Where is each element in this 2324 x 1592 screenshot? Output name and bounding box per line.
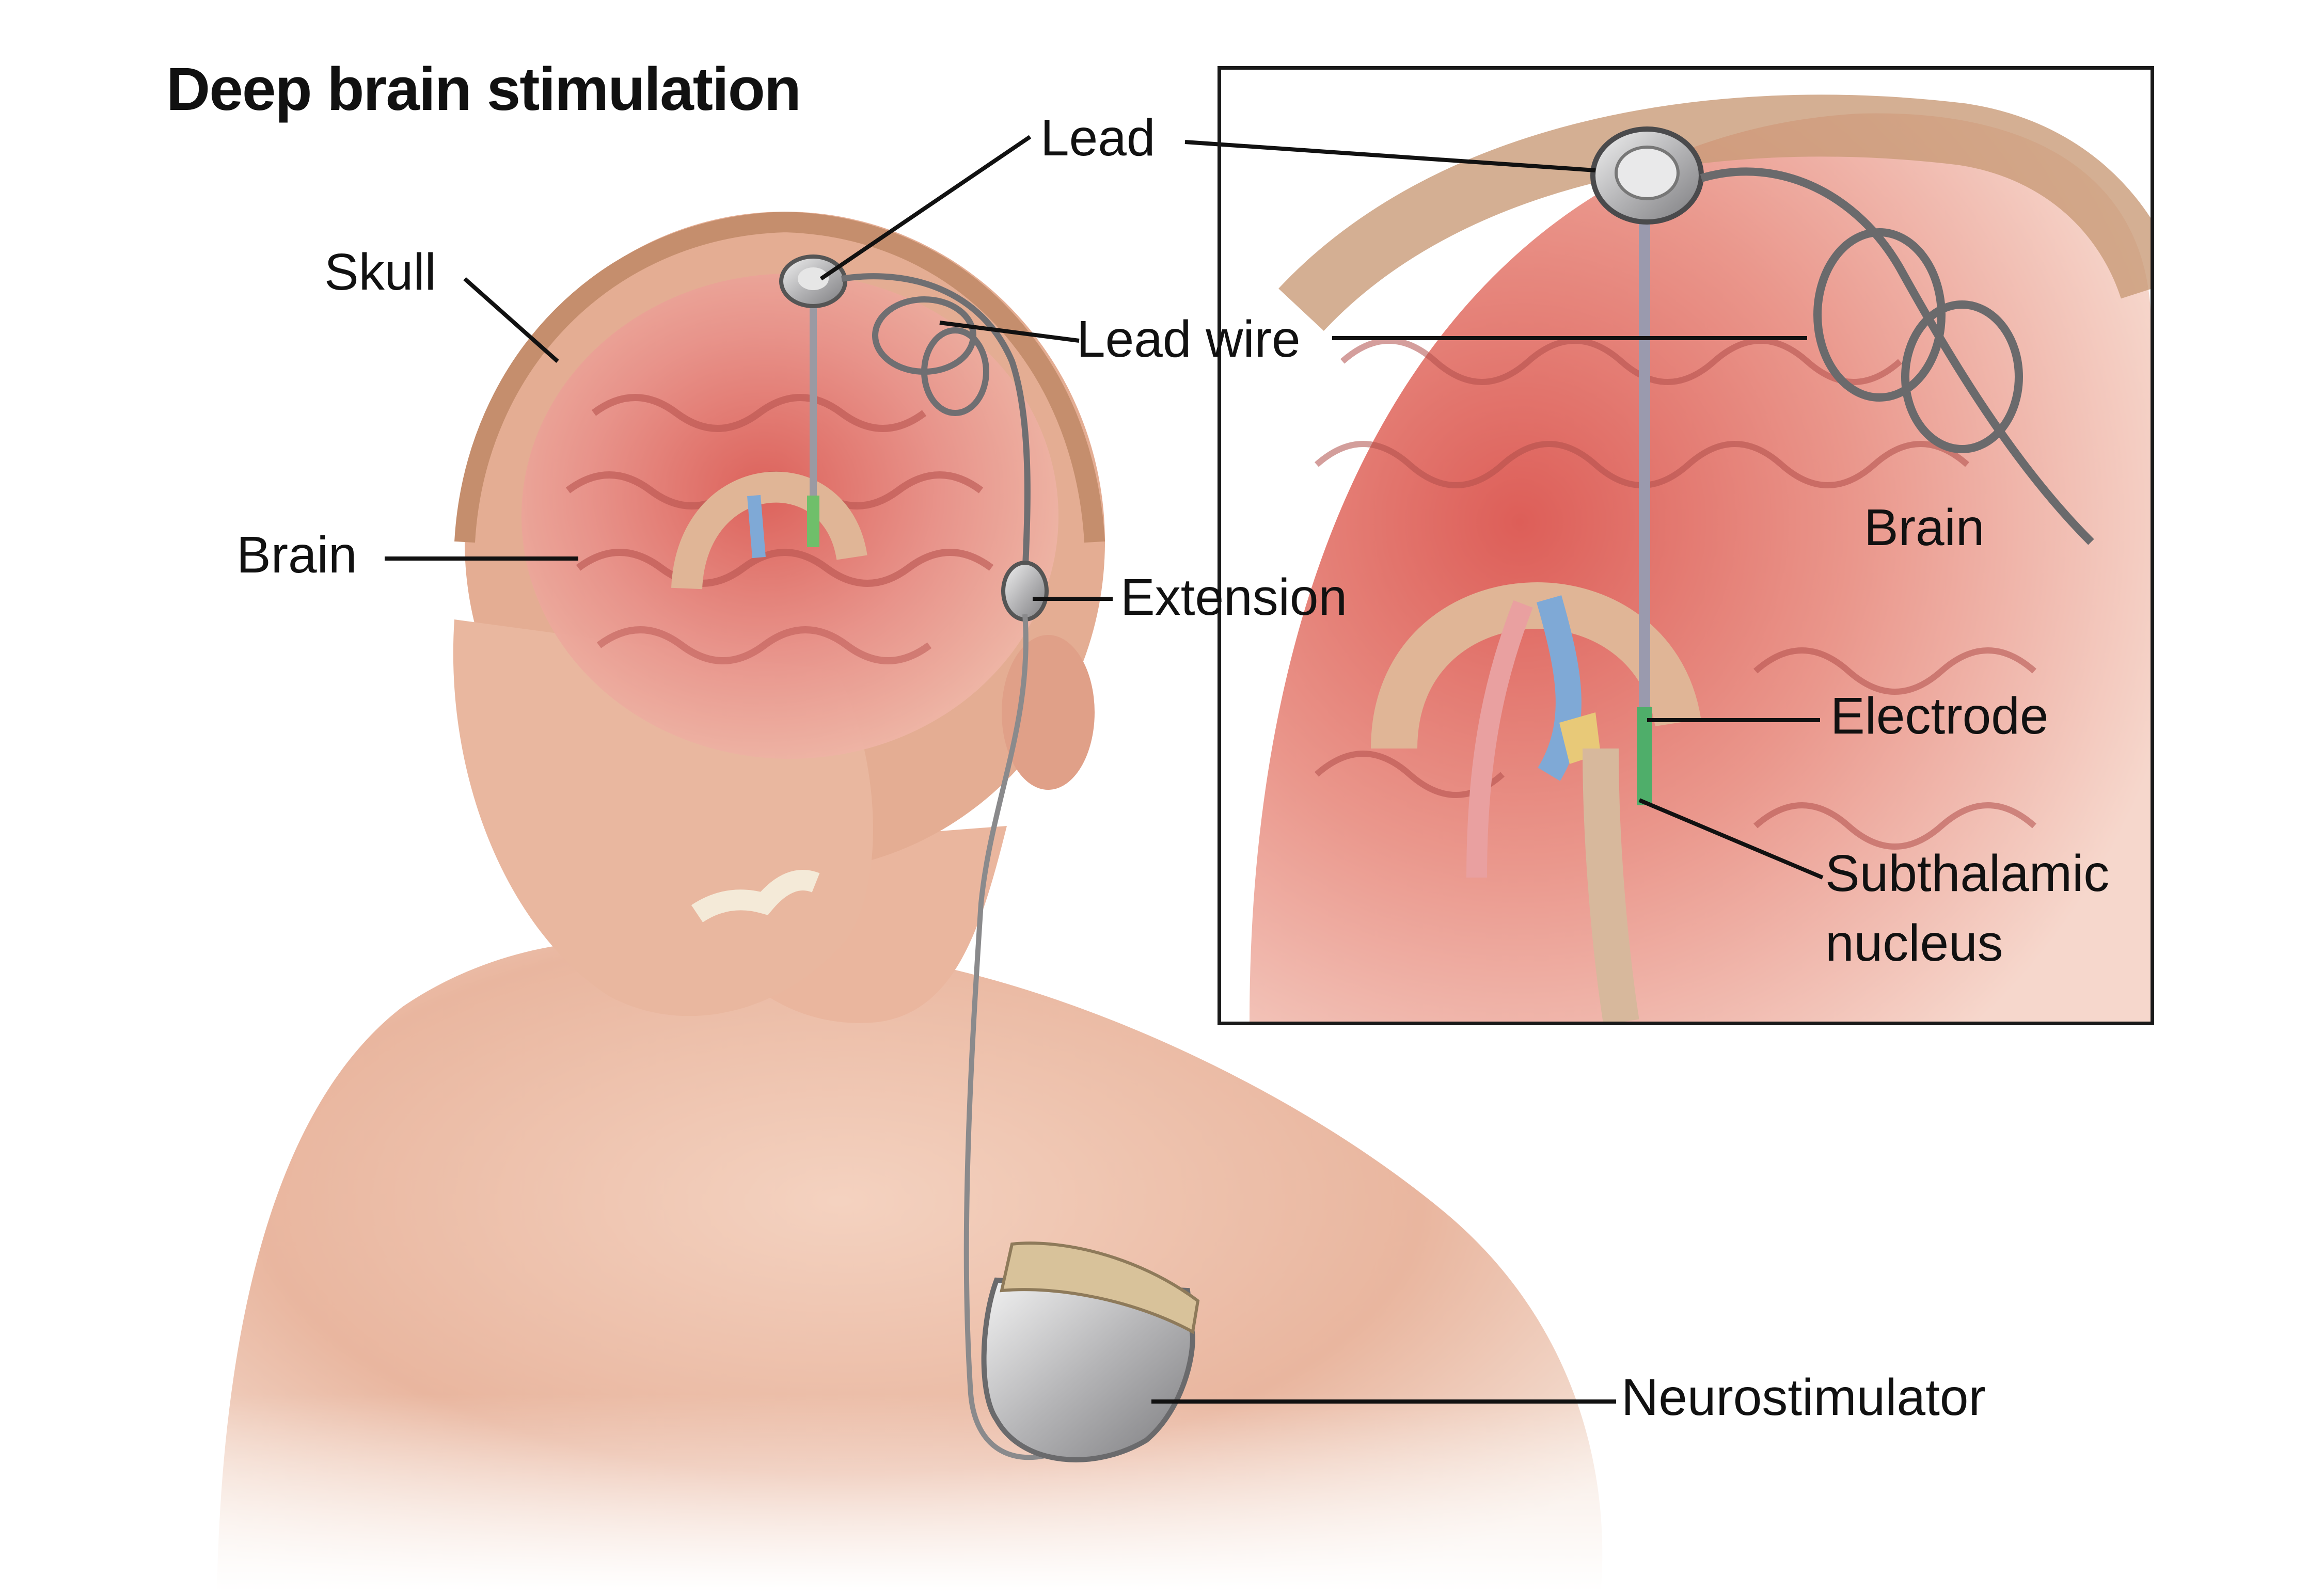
- label-extension: Extension: [1120, 568, 1348, 626]
- extension-connector: [1001, 561, 1049, 622]
- inset-frame: [1218, 66, 2154, 1025]
- label-electrode: Electrode: [1830, 687, 2049, 745]
- label-subthalamic-nucleus-line1: Subthalamic: [1825, 845, 2110, 902]
- label-brain-main: Brain: [236, 526, 357, 584]
- neurostimulator-device: [981, 1241, 1200, 1462]
- label-brain-inset: Brain: [1864, 499, 1985, 556]
- torso: [196, 941, 1642, 1592]
- lead-wire-main: [841, 273, 1031, 579]
- leader-lead-main: [819, 135, 1032, 281]
- label-subthalamic-nucleus-line2: nucleus: [1825, 914, 2003, 972]
- label-neurostimulator: Neurostimulator: [1621, 1368, 1986, 1426]
- label-lead: Lead: [1040, 109, 1156, 167]
- leader-lines: [385, 135, 1824, 1404]
- extension-cable: [963, 614, 1076, 1460]
- leader-lead-inset: [1184, 140, 1596, 172]
- brain-main: [521, 274, 1058, 759]
- lead-main: [779, 254, 847, 547]
- label-skull: Skull: [324, 243, 436, 301]
- leader-lead-wire: [939, 321, 1080, 343]
- leader-subthalamic: [1638, 798, 1824, 880]
- inset-illustration: [1221, 70, 2151, 1022]
- leader-skull: [463, 277, 559, 363]
- label-lead-wire: Lead wire: [1077, 310, 1301, 368]
- figure-title: Deep brain stimulation: [166, 55, 801, 123]
